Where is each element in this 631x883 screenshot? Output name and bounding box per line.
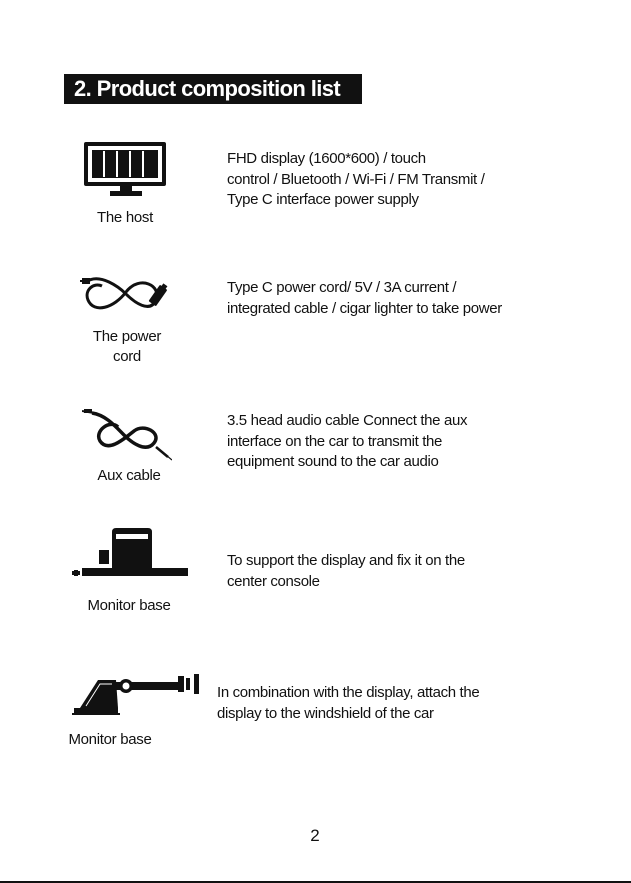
page-number: 2: [310, 826, 320, 845]
power-cord-icon: [80, 277, 168, 310]
windshield-mount-icon: [72, 674, 199, 715]
aux-cable-icon: [82, 409, 172, 461]
item-label: Aux cable: [97, 467, 161, 484]
item-label: The power cord: [92, 328, 162, 365]
item-description: Type C power cord/ 5V / 3A current / int…: [227, 279, 502, 317]
monitor-icon: [84, 142, 166, 196]
item-description: To support the display and fix it on the…: [227, 552, 465, 590]
item-label: Monitor base: [87, 597, 171, 614]
bottom-rule: [0, 881, 631, 883]
item-description: In combination with the display, attach …: [217, 684, 480, 722]
item-label: Monitor base: [68, 731, 152, 748]
item-label: The host: [97, 209, 153, 226]
item-description: 3.5 head audio cable Connect the aux int…: [227, 412, 468, 470]
item-description: FHD display (1600*600) / touch control /…: [227, 150, 485, 208]
monitor-base-icon: [72, 528, 188, 576]
section-heading: 2. Product composition list: [64, 74, 362, 104]
